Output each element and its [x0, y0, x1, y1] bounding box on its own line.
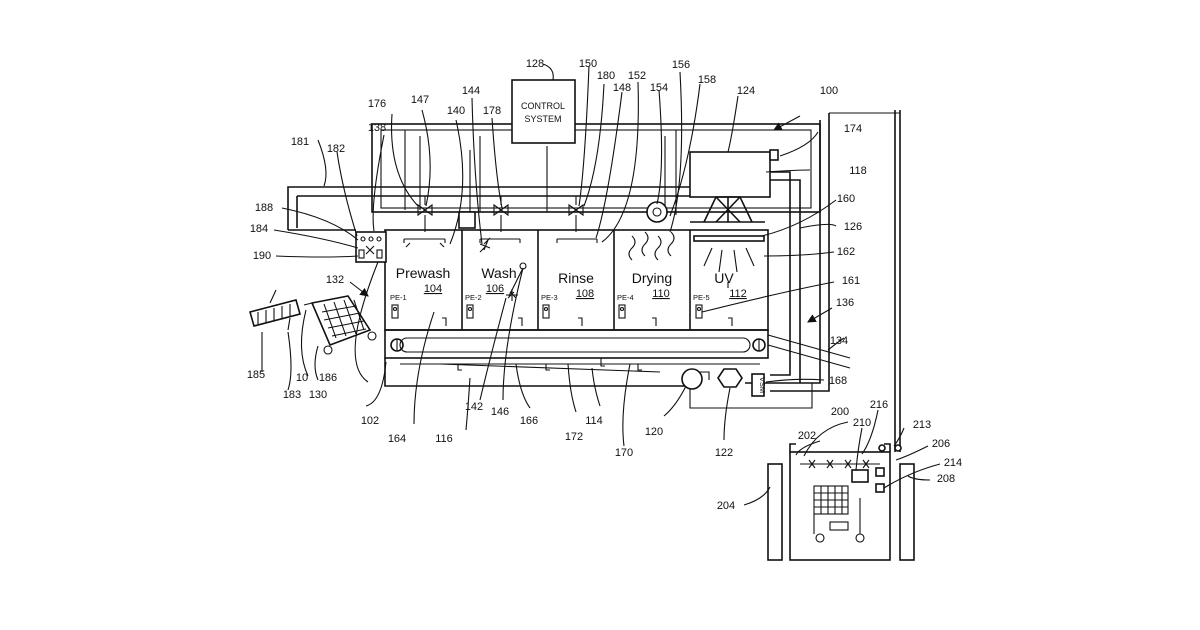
ref-176: 176 [368, 98, 386, 110]
ref-178: 178 [483, 105, 501, 117]
ref-210: 210 [853, 417, 871, 429]
ref-100: 100 [820, 85, 838, 97]
photo-eyes [392, 305, 702, 318]
ref-120: 120 [645, 426, 663, 438]
ref-114: 114 [585, 415, 603, 427]
ref-10: 10 [296, 372, 308, 384]
ref-204: 204 [717, 500, 735, 512]
ref-202: 202 [798, 430, 816, 442]
ref-162: 162 [837, 246, 855, 258]
ref-138: 138 [368, 122, 386, 134]
station-uv-label: UV [714, 270, 734, 286]
ref-181: 181 [291, 136, 309, 148]
ref-183: 183 [283, 389, 301, 401]
ref-186: 186 [319, 372, 337, 384]
ref-147: 147 [411, 94, 429, 106]
ref-208: 208 [937, 473, 955, 485]
ref-134: 134 [830, 335, 848, 347]
stations: Prewash 104 PE-1 Wash 106 PE-2 Rinse 108… [390, 265, 747, 302]
ref-213: 213 [913, 419, 931, 431]
ref-132: 132 [326, 274, 344, 286]
station-rinse-num: 108 [576, 288, 594, 300]
ref-124: 124 [737, 85, 755, 97]
station-drying-num: 110 [652, 288, 670, 300]
ref-214: 214 [944, 457, 962, 469]
ref-170: 170 [615, 447, 633, 459]
ref-174: 174 [844, 123, 862, 135]
control-label-1: CONTROL [521, 101, 565, 111]
ref-172: 172 [565, 431, 583, 443]
ref-206: 206 [932, 438, 950, 450]
ref-200: 200 [831, 406, 849, 418]
ref-180: 180 [597, 70, 615, 82]
cart-corral [768, 444, 914, 560]
ref-130: 130 [309, 389, 327, 401]
station-prewash-pe: PE-1 [390, 293, 407, 302]
ref-156: 156 [672, 59, 690, 71]
drying-fan [629, 202, 674, 260]
station-prewash-num: 104 [424, 283, 442, 295]
control-label-2: SYSTEM [524, 114, 561, 124]
ref-148: 148 [613, 82, 631, 94]
station-drying-label: Drying [632, 270, 672, 286]
station-wash-label: Wash [481, 265, 516, 281]
station-rinse-label: Rinse [558, 270, 594, 286]
piping [288, 110, 900, 452]
ref-158: 158 [698, 74, 716, 86]
station-prewash-label: Prewash [396, 265, 450, 281]
ref-184: 184 [250, 223, 268, 235]
ref-166: 166 [520, 415, 538, 427]
ref-126: 126 [844, 221, 862, 233]
dryer-unit [690, 150, 778, 222]
station-drying-pe: PE-4 [617, 293, 634, 302]
ref-144: 144 [462, 85, 480, 97]
ref-185: 185 [247, 369, 265, 381]
ref-188: 188 [255, 202, 273, 214]
ref-182: 182 [327, 143, 345, 155]
station-wash-num: 106 [486, 283, 504, 295]
station-rinse-pe: PE-3 [541, 293, 558, 302]
ref-152: 152 [628, 70, 646, 82]
control-system: CONTROL SYSTEM [512, 80, 575, 143]
vsm-label: VSM [758, 377, 767, 393]
ref-122: 122 [715, 447, 733, 459]
ref-116: 116 [435, 433, 453, 445]
ref-150: 150 [579, 58, 597, 70]
station-uv-pe: PE-5 [693, 293, 710, 302]
ref-154: 154 [650, 82, 668, 94]
station-wash-pe: PE-2 [465, 293, 482, 302]
ref-102: 102 [361, 415, 379, 427]
ref-136: 136 [836, 297, 854, 309]
conveyor-housing [385, 230, 850, 386]
ref-140: 140 [447, 105, 465, 117]
ref-118: 118 [849, 165, 867, 177]
ref-161: 161 [842, 275, 860, 287]
ref-164: 164 [388, 433, 406, 445]
ref-216: 216 [870, 399, 888, 411]
ref-142: 142 [465, 401, 483, 413]
ref-146: 146 [491, 406, 509, 418]
ref-160: 160 [837, 193, 855, 205]
station-uv-num: 112 [729, 288, 747, 300]
control-panel [356, 232, 386, 262]
ref-168: 168 [829, 375, 847, 387]
ref-128: 128 [526, 58, 544, 70]
ref-190: 190 [253, 250, 271, 262]
shopping-cart [250, 290, 376, 354]
pump-filter: VSM [682, 369, 767, 396]
